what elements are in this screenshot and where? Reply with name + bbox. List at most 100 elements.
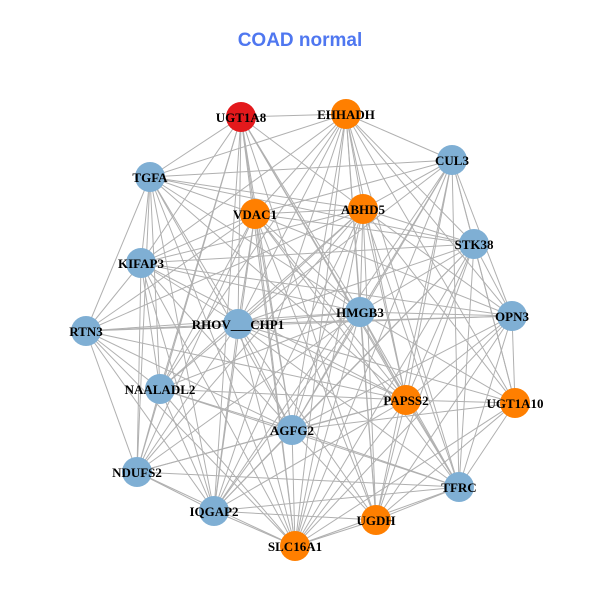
node-label: TFRC [441, 480, 476, 495]
node-cul3[interactable]: CUL3 [435, 145, 469, 175]
node-vdac1[interactable]: VDAC1 [233, 199, 277, 229]
edge-STK38-RHOV___CHP1 [237, 243, 475, 325]
edge-AGFG2-SLC16A1 [291, 429, 296, 547]
node-circle[interactable] [500, 388, 530, 418]
edge-VDAC1-AGFG2 [254, 213, 293, 431]
edge-VDAC1-ABHD5 [254, 208, 364, 215]
node-agfg2[interactable]: AGFG2 [270, 415, 314, 445]
node-circle[interactable] [240, 199, 270, 229]
edge-RHOV___CHP1-IQGAP2 [213, 323, 239, 512]
node-circle[interactable] [331, 99, 361, 129]
edge-RTN3-IQGAP2 [85, 330, 215, 512]
edge-VDAC1-KIFAP3 [140, 213, 256, 264]
edge-STK38-TFRC [458, 243, 475, 488]
node-label: NAALADL2 [125, 382, 196, 397]
edge-EHHADH-NAALADL2 [159, 113, 347, 390]
node-naaladl2[interactable]: NAALADL2 [125, 374, 196, 404]
node-tgfa[interactable]: TGFA [132, 162, 168, 192]
node-circle[interactable] [126, 248, 156, 278]
node-circle[interactable] [497, 301, 527, 331]
edge-OPN3-RHOV___CHP1 [237, 315, 513, 325]
edge-RTN3-RHOV___CHP1 [85, 323, 239, 332]
edge-NAALADL2-TFRC [159, 388, 460, 488]
node-circle[interactable] [361, 505, 391, 535]
node-rhov___chp1[interactable]: RHOV___CHP1 [192, 309, 284, 339]
node-ndufs2[interactable]: NDUFS2 [112, 457, 162, 487]
edge-KIFAP3-NDUFS2 [136, 262, 142, 473]
node-circle[interactable] [348, 194, 378, 224]
node-label: UGT1A10 [486, 396, 543, 411]
node-label: ABHD5 [341, 202, 386, 217]
edge-STK38-UGDH [375, 243, 475, 521]
node-ehhadh[interactable]: EHHADH [317, 99, 375, 129]
edge-RHOV___CHP1-SLC16A1 [237, 323, 296, 547]
edge-TFRC-IQGAP2 [213, 486, 460, 512]
node-rtn3[interactable]: RTN3 [69, 316, 103, 346]
node-opn3[interactable]: OPN3 [495, 301, 529, 331]
edge-RHOV___CHP1-AGFG2 [237, 323, 293, 431]
edge-CUL3-IQGAP2 [213, 159, 453, 512]
node-circle[interactable] [199, 496, 229, 526]
node-tfrc[interactable]: TFRC [441, 472, 477, 502]
node-circle[interactable] [444, 472, 474, 502]
node-slc16a1[interactable]: SLC16A1 [268, 531, 322, 561]
edge-NAALADL2-IQGAP2 [159, 388, 215, 512]
edge-OPN3-UGDH [375, 315, 513, 521]
node-ugdh[interactable]: UGDH [357, 505, 396, 535]
edge-ABHD5-RHOV___CHP1 [237, 208, 364, 325]
node-label: AGFG2 [270, 423, 314, 438]
edge-STK38-KIFAP3 [140, 243, 475, 264]
node-circle[interactable] [145, 374, 175, 404]
edge-RHOV___CHP1-NAALADL2 [159, 323, 239, 390]
node-circle[interactable] [122, 457, 152, 487]
node-stk38[interactable]: STK38 [454, 229, 494, 259]
node-circle[interactable] [71, 316, 101, 346]
edge-UGT1A10-TFRC [458, 402, 516, 488]
edge-KIFAP3-NAALADL2 [140, 262, 161, 390]
node-ugt1a10[interactable]: UGT1A10 [486, 388, 544, 418]
edge-ABHD5-PAPSS2 [362, 208, 407, 401]
node-ugt1a8[interactable]: UGT1A8 [216, 102, 267, 132]
node-papss2[interactable]: PAPSS2 [383, 385, 429, 415]
node-kifap3[interactable]: KIFAP3 [118, 248, 164, 278]
node-label: RHOV___CHP1 [192, 317, 284, 332]
edge-TGFA-STK38 [149, 176, 475, 245]
node-abhd5[interactable]: ABHD5 [341, 194, 386, 224]
node-label: CUL3 [435, 153, 469, 168]
edge-UGT1A10-UGDH [375, 402, 516, 521]
edge-NDUFS2-TFRC [136, 471, 460, 488]
edge-AGFG2-IQGAP2 [213, 429, 293, 512]
edge-HMGB3-RHOV___CHP1 [237, 311, 361, 325]
node-circle[interactable] [280, 531, 310, 561]
node-circle[interactable] [459, 229, 489, 259]
edge-CUL3-TGFA [149, 159, 453, 178]
edge-RTN3-AGFG2 [85, 330, 293, 431]
edge-HMGB3-IQGAP2 [213, 311, 361, 512]
node-circle[interactable] [226, 102, 256, 132]
node-iqgap2[interactable]: IQGAP2 [189, 496, 239, 526]
edge-CUL3-AGFG2 [291, 159, 453, 431]
edge-TGFA-ABHD5 [149, 176, 364, 210]
edge-TGFA-IQGAP2 [149, 176, 215, 512]
node-circle[interactable] [345, 297, 375, 327]
node-circle[interactable] [223, 309, 253, 339]
node-circle[interactable] [437, 145, 467, 175]
edge-RHOV___CHP1-PAPSS2 [237, 323, 407, 401]
edge-UGT1A8-EHHADH [240, 113, 347, 118]
node-hmgb3[interactable]: HMGB3 [336, 297, 384, 327]
edge-KIFAP3-RHOV___CHP1 [140, 262, 239, 325]
edge-RTN3-NDUFS2 [85, 330, 138, 473]
edge-VDAC1-HMGB3 [254, 213, 361, 313]
edge-KIFAP3-IQGAP2 [140, 262, 215, 512]
node-label: PAPSS2 [383, 393, 428, 408]
node-circle[interactable] [391, 385, 421, 415]
edge-UGT1A8-TGFA [149, 116, 242, 178]
node-circle[interactable] [277, 415, 307, 445]
node-label: KIFAP3 [118, 256, 164, 271]
node-circle[interactable] [135, 162, 165, 192]
node-label: STK38 [454, 237, 494, 252]
node-label: RTN3 [69, 324, 103, 339]
edge-IQGAP2-UGDH [213, 510, 377, 521]
edge-STK38-PAPSS2 [405, 243, 475, 401]
